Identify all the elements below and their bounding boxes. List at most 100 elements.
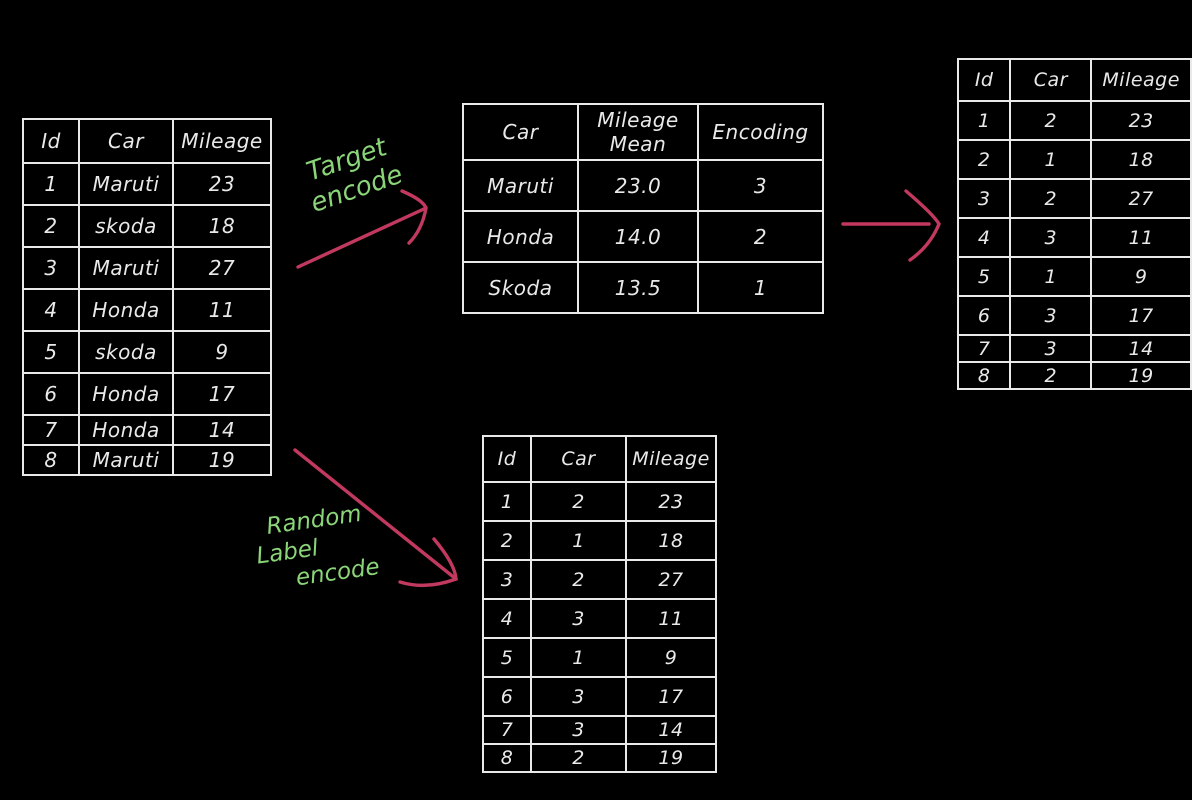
table-cell: 2: [1009, 361, 1093, 390]
arrow-head: [904, 189, 941, 262]
table-cell: 17: [1090, 295, 1192, 336]
table-cell: 8: [482, 743, 532, 773]
table-cell: 14: [172, 414, 272, 446]
table-cell: 3: [956, 178, 1012, 219]
table-cell: 2: [1009, 100, 1093, 141]
table-cell: 18: [625, 520, 717, 561]
table-cell: 3: [697, 159, 824, 212]
table-cell: 8: [956, 361, 1012, 390]
table-cell: 9: [172, 330, 272, 374]
table-cell: 27: [172, 246, 272, 290]
table-cell: Maruti: [78, 246, 174, 290]
arrow-head: [398, 537, 458, 588]
column-header: Mileage Mean: [577, 103, 699, 161]
table-cell: 2: [1009, 178, 1093, 219]
table-cell: 14: [1090, 334, 1192, 363]
column-header: Mileage: [625, 435, 717, 483]
table-cell: 3: [1009, 217, 1093, 258]
label-encode-arrow: [293, 448, 458, 588]
table-cell: 2: [530, 743, 627, 773]
table-cell: 17: [625, 676, 717, 717]
table-cell: 1: [530, 637, 627, 678]
table-cell: 3: [530, 676, 627, 717]
table-cell: 4: [482, 598, 532, 639]
table-cell: 23.0: [577, 159, 699, 212]
table-cell: 1: [530, 520, 627, 561]
table-cell: Honda: [78, 414, 174, 446]
table-cell: 2: [22, 204, 80, 248]
column-header: Car: [530, 435, 627, 483]
result-arrow: [841, 189, 941, 262]
table-cell: 7: [482, 715, 532, 745]
arrow-head: [400, 189, 428, 245]
table-cell: 5: [482, 637, 532, 678]
table-cell: 17: [172, 372, 272, 416]
table-cell: 18: [172, 204, 272, 248]
table-cell: 14.0: [577, 210, 699, 263]
table-cell: 3: [1009, 334, 1093, 363]
column-header: Mileage: [172, 118, 272, 164]
table-cell: 27: [625, 559, 717, 600]
column-header: Encoding: [697, 103, 824, 161]
table-cell: 2: [482, 520, 532, 561]
column-header: Car: [1009, 58, 1093, 102]
table-cell: Maruti: [78, 162, 174, 206]
table-cell: 6: [956, 295, 1012, 336]
table-cell: skoda: [78, 330, 174, 374]
table-cell: 19: [1090, 361, 1192, 390]
table-cell: 1: [956, 100, 1012, 141]
table-cell: 11: [625, 598, 717, 639]
table-cell: 27: [1090, 178, 1192, 219]
table-cell: 1: [1009, 256, 1093, 297]
table-cell: 3: [1009, 295, 1093, 336]
table-cell: 13.5: [577, 261, 699, 314]
table-cell: 7: [22, 414, 80, 446]
table-cell: 2: [697, 210, 824, 263]
table-cell: 19: [172, 444, 272, 476]
table-cell: 11: [172, 288, 272, 332]
table-cell: 19: [625, 743, 717, 773]
table-cell: 18: [1090, 139, 1192, 180]
table-cell: Skoda: [462, 261, 579, 314]
table-cell: 6: [482, 676, 532, 717]
table-cell: skoda: [78, 204, 174, 248]
arrow-shaft: [293, 448, 458, 581]
table-cell: 2: [530, 481, 627, 522]
column-header: Mileage: [1090, 58, 1192, 102]
table-cell: 6: [22, 372, 80, 416]
table-cell: Honda: [78, 372, 174, 416]
table-cell: 9: [1090, 256, 1192, 297]
table-cell: 3: [530, 715, 627, 745]
table-cell: 5: [22, 330, 80, 374]
